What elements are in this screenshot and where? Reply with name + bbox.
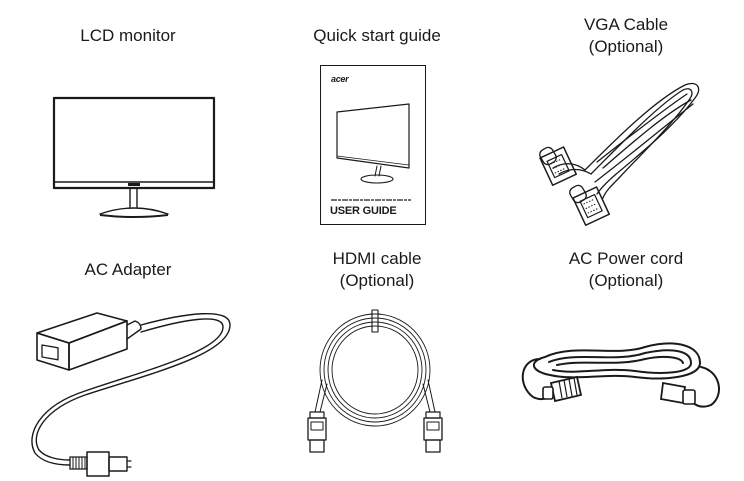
item-label-ac-adapter: AC Adapter <box>28 259 228 281</box>
ac-power-cord-illustration <box>515 335 725 415</box>
item-name: LCD monitor <box>80 26 176 45</box>
item-name: HDMI cable <box>332 249 422 268</box>
item-optional-note: (Optional) <box>588 271 664 290</box>
lcd-monitor-illustration <box>50 90 220 220</box>
item-optional-note: (Optional) <box>339 271 415 290</box>
item-label-quick-start-guide: Quick start guide <box>277 25 477 47</box>
guide-brand-logo: acer <box>331 74 349 84</box>
hdmi-cable-illustration <box>300 300 450 460</box>
item-name: VGA Cable <box>583 15 669 34</box>
item-label-vga-cable: VGA Cable (Optional) <box>526 14 726 58</box>
ac-adapter-illustration <box>25 305 240 477</box>
item-optional-note: (Optional) <box>588 37 664 56</box>
item-label-lcd-monitor: LCD monitor <box>28 25 228 47</box>
item-label-hdmi-cable: HDMI cable (Optional) <box>277 248 477 292</box>
item-name: AC Adapter <box>84 260 172 279</box>
item-name: Quick start guide <box>313 26 441 45</box>
vga-cable-illustration <box>539 70 705 226</box>
quick-start-guide-illustration: acer USER GUIDE <box>320 65 426 225</box>
guide-title: USER GUIDE <box>330 205 397 217</box>
item-name: AC Power cord <box>568 249 684 268</box>
item-label-ac-power-cord: AC Power cord (Optional) <box>526 248 726 292</box>
